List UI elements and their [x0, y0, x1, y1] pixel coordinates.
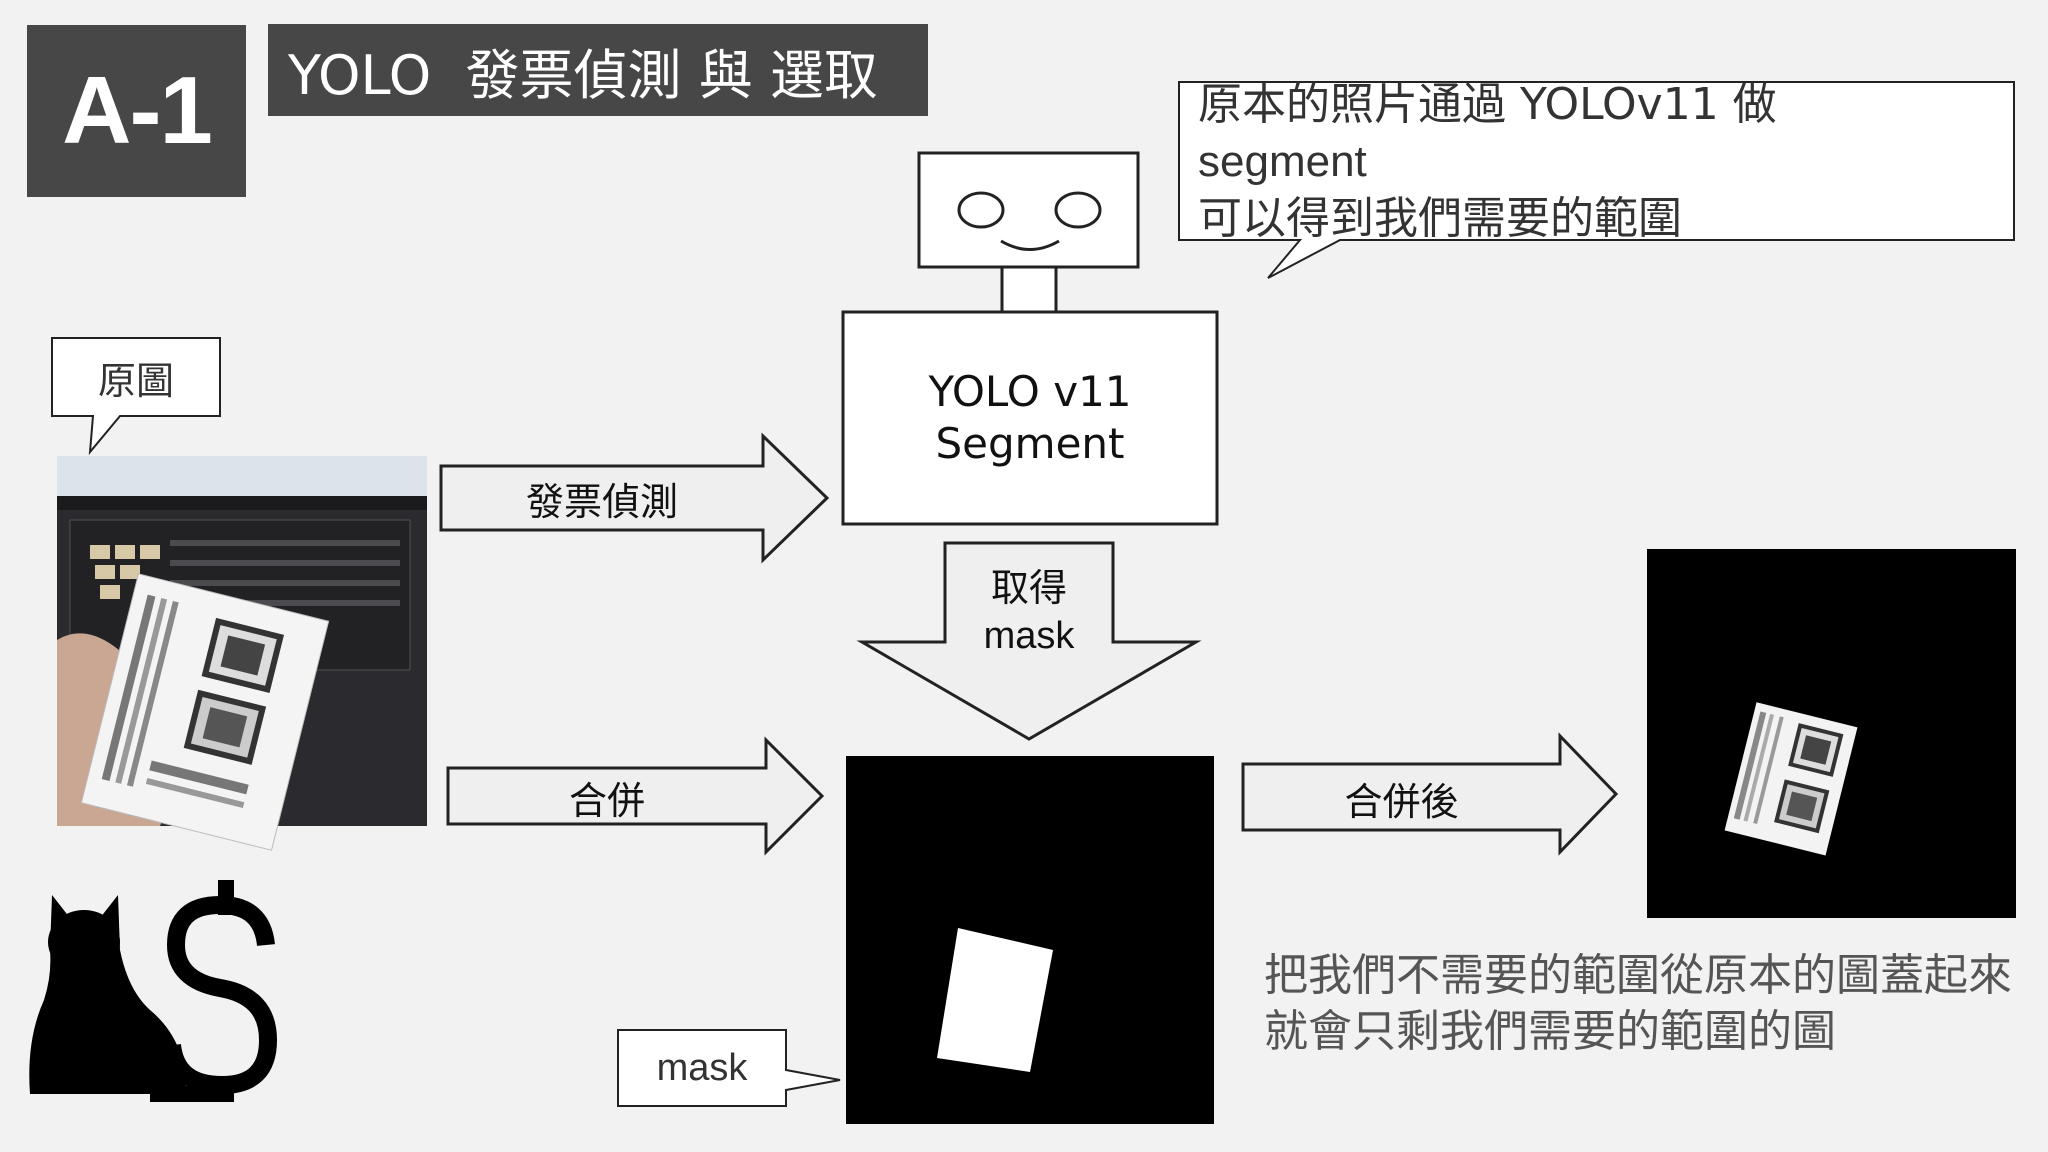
callout-text: 原本的照片通過 YOLOv11 做 segment 可以得到我們需要的範圍: [1198, 76, 1998, 247]
callout-bubble: [1178, 81, 2015, 279]
merge-arrow-label: 合併: [568, 778, 645, 823]
mask-image-label: mask: [656, 1046, 748, 1089]
original-image-label: 原圖: [97, 358, 174, 403]
get-mask-label-line-2: mask: [983, 615, 1075, 657]
model-name: YOLO v11: [928, 367, 1132, 416]
cat-dollar-logo: [29, 880, 278, 1102]
merged-arrow-label: 合併後: [1344, 779, 1459, 824]
model-box: YOLO v11 Segment: [843, 312, 1217, 524]
explanation-line-2: 就會只剩我們需要的範圍的圖: [1264, 1006, 1836, 1057]
original-label-bubble: [51, 337, 221, 456]
get-mask-arrow: [856, 541, 1202, 741]
mask-image: [846, 756, 1214, 1124]
detect-arrow-label: 發票偵測: [525, 479, 678, 524]
robot-icon: [841, 151, 1219, 526]
explanation-line-1: 把我們不需要的範圍從原本的圖蓋起來: [1264, 950, 2012, 1001]
model-task: Segment: [935, 419, 1125, 468]
original-photo: [57, 456, 427, 851]
slide-title: YOLO 發票偵測 與 選取: [268, 24, 928, 116]
detect-arrow: [439, 432, 830, 564]
merged-arrow: [1241, 732, 1619, 856]
merge-arrow: [446, 736, 825, 856]
callout-line-2: segment: [1198, 137, 1367, 186]
get-mask-arrow-label: 取得 mask: [945, 562, 1113, 662]
callout-line-3: 可以得到我們需要的範圍: [1198, 193, 1682, 244]
merged-result-image: [1647, 549, 2016, 918]
explanation-text: 把我們不需要的範圍從原本的圖蓋起來 就會只剩我們需要的範圍的圖: [1264, 948, 2044, 1060]
get-mask-label-line-1: 取得: [990, 566, 1067, 610]
callout-line-1: 原本的照片通過 YOLOv11 做: [1198, 79, 1777, 130]
slide-number-badge: A-1: [27, 25, 246, 197]
mask-label-bubble: [617, 1029, 841, 1107]
